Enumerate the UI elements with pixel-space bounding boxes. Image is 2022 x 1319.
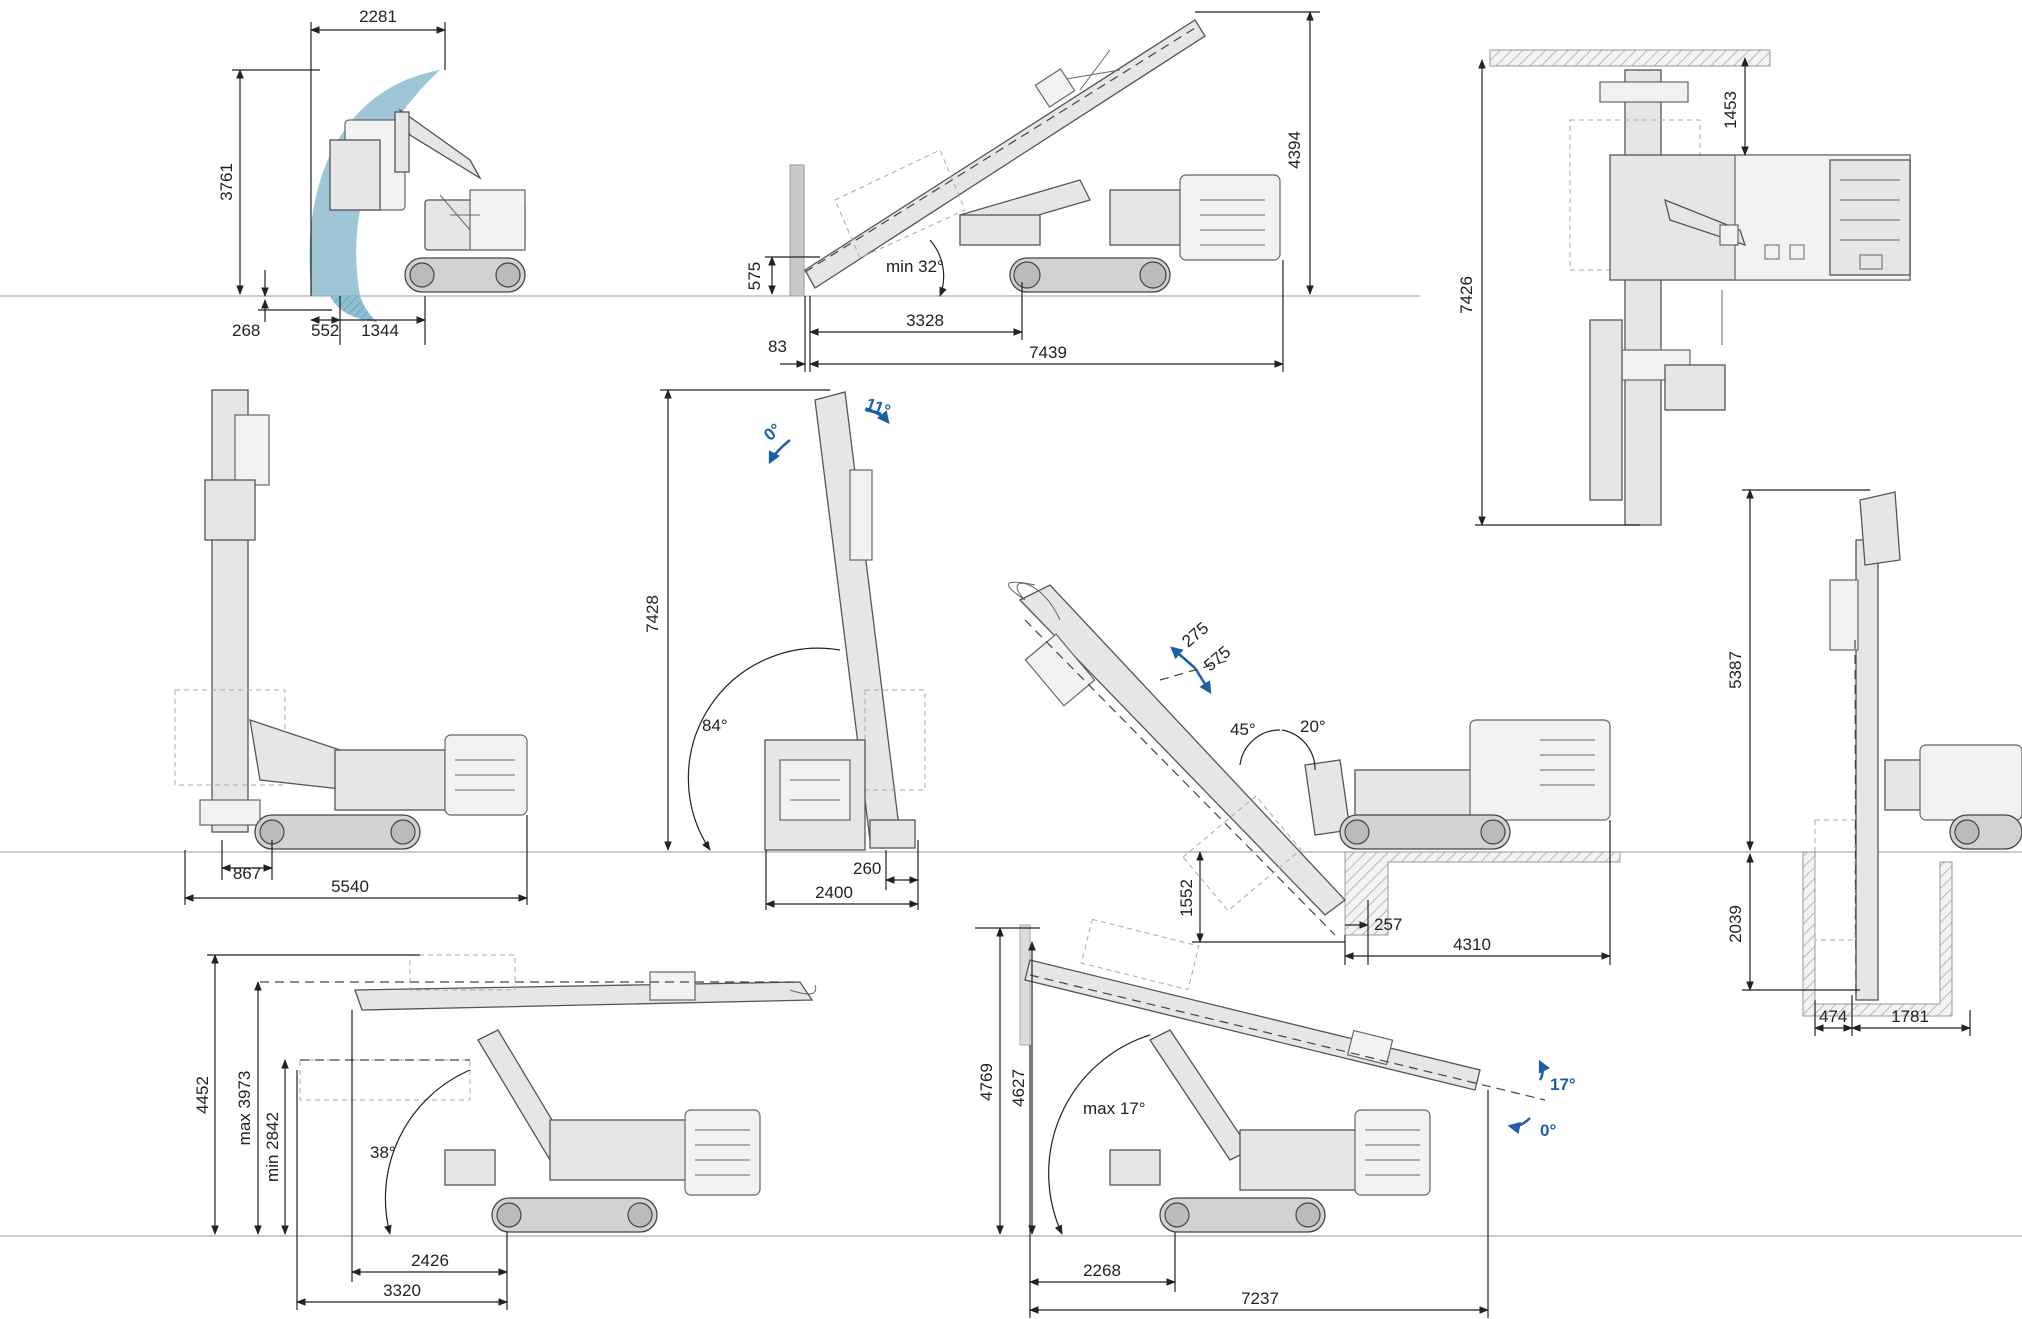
inclined-wall-view: 4394 575 3328 83 7439 min 32° xyxy=(745,11,1320,372)
dim-1344: 1344 xyxy=(361,321,399,340)
vertical-mast-view: 867 5540 xyxy=(174,389,528,905)
wall-2 xyxy=(1019,924,1031,1046)
coverage-area-lower xyxy=(330,296,378,322)
drill-rig-top xyxy=(1569,69,1911,526)
dim-4394: 4394 xyxy=(1285,131,1304,169)
wall xyxy=(789,164,805,297)
dim-4452: 4452 xyxy=(193,1076,212,1114)
drill-rig-front xyxy=(764,391,926,851)
ground-lines xyxy=(0,295,2022,1237)
dim-2039: 2039 xyxy=(1726,905,1745,943)
dim-83: 83 xyxy=(768,337,787,356)
dim-4310: 4310 xyxy=(1453,935,1491,954)
angle-0-raised: 0° xyxy=(1540,1121,1556,1140)
dim-474: 474 xyxy=(1819,1007,1847,1026)
drill-rig-side-small xyxy=(329,108,526,293)
angle-84: 84° xyxy=(702,716,728,735)
angle-0: 0° xyxy=(760,420,785,445)
dim-575: 575 xyxy=(745,262,764,290)
angle-20: 20° xyxy=(1300,717,1326,736)
drill-rig-raised xyxy=(1024,918,1481,1233)
dim-2281: 2281 xyxy=(359,7,397,26)
angle-45: 45° xyxy=(1230,720,1256,739)
dim-1781: 1781 xyxy=(1891,1007,1929,1026)
dim-7237: 7237 xyxy=(1241,1289,1279,1308)
angle-17: 17° xyxy=(1550,1075,1576,1094)
dim-5387: 5387 xyxy=(1726,651,1745,689)
drill-rig-horizontal xyxy=(299,954,817,1233)
drill-rig-inclined xyxy=(804,19,1281,293)
dim-5540: 5540 xyxy=(331,877,369,896)
dim-275: 275 xyxy=(1178,618,1212,651)
dim-575-bench: 575 xyxy=(1200,642,1234,675)
front-mast-view: 7428 84° 0° 11° 260 2400 xyxy=(643,389,926,910)
pit xyxy=(1802,851,1953,1017)
dim-3320: 3320 xyxy=(383,1281,421,1300)
dim-7428: 7428 xyxy=(643,595,662,633)
dim-260: 260 xyxy=(853,859,881,878)
dim-4769: 4769 xyxy=(977,1063,996,1101)
dim-1453: 1453 xyxy=(1721,91,1740,129)
coverage-area xyxy=(309,70,440,296)
dim-867: 867 xyxy=(233,864,261,883)
dim-1552: 1552 xyxy=(1177,879,1196,917)
dim-4627: 4627 xyxy=(1009,1069,1028,1107)
top-view: 1453 7426 xyxy=(1457,49,1911,526)
bench-drilling-view: 275 575 45° 20° 1552 257 4310 xyxy=(1008,581,1621,965)
ceiling xyxy=(1489,49,1771,67)
angle-max-17: max 17° xyxy=(1083,1099,1146,1118)
raised-boom-view: 17° 0° 4769 4627 max 17° 2268 7237 xyxy=(975,918,1576,1318)
dim-268: 268 xyxy=(232,321,260,340)
dim-2426: 2426 xyxy=(411,1251,449,1270)
dim-257: 257 xyxy=(1374,915,1402,934)
dim-max-3973: max 3973 xyxy=(235,1071,254,1146)
dim-7439: 7439 xyxy=(1029,343,1067,362)
below-ground-view: 5387 2039 474 1781 xyxy=(1726,489,2022,1036)
horizontal-boom-view: 4452 max 3973 min 2842 38° 2426 3320 xyxy=(193,954,817,1310)
tunnel-face-view: 2281 3761 268 552 1344 xyxy=(217,7,526,345)
dim-2268: 2268 xyxy=(1083,1261,1121,1280)
dim-2400: 2400 xyxy=(815,883,853,902)
drill-rig-bench xyxy=(1008,581,1611,936)
angle-38: 38° xyxy=(370,1143,396,1162)
dim-min-2842: min 2842 xyxy=(263,1112,282,1182)
drill-rig-below xyxy=(1814,491,2022,1001)
angle-min-32: min 32° xyxy=(886,257,944,276)
dim-552: 552 xyxy=(311,321,339,340)
dim-3761: 3761 xyxy=(217,163,236,201)
dim-7426: 7426 xyxy=(1457,276,1476,314)
drill-rig-vertical xyxy=(174,389,528,850)
dim-3328: 3328 xyxy=(906,311,944,330)
angle-11: 11° xyxy=(863,394,893,420)
